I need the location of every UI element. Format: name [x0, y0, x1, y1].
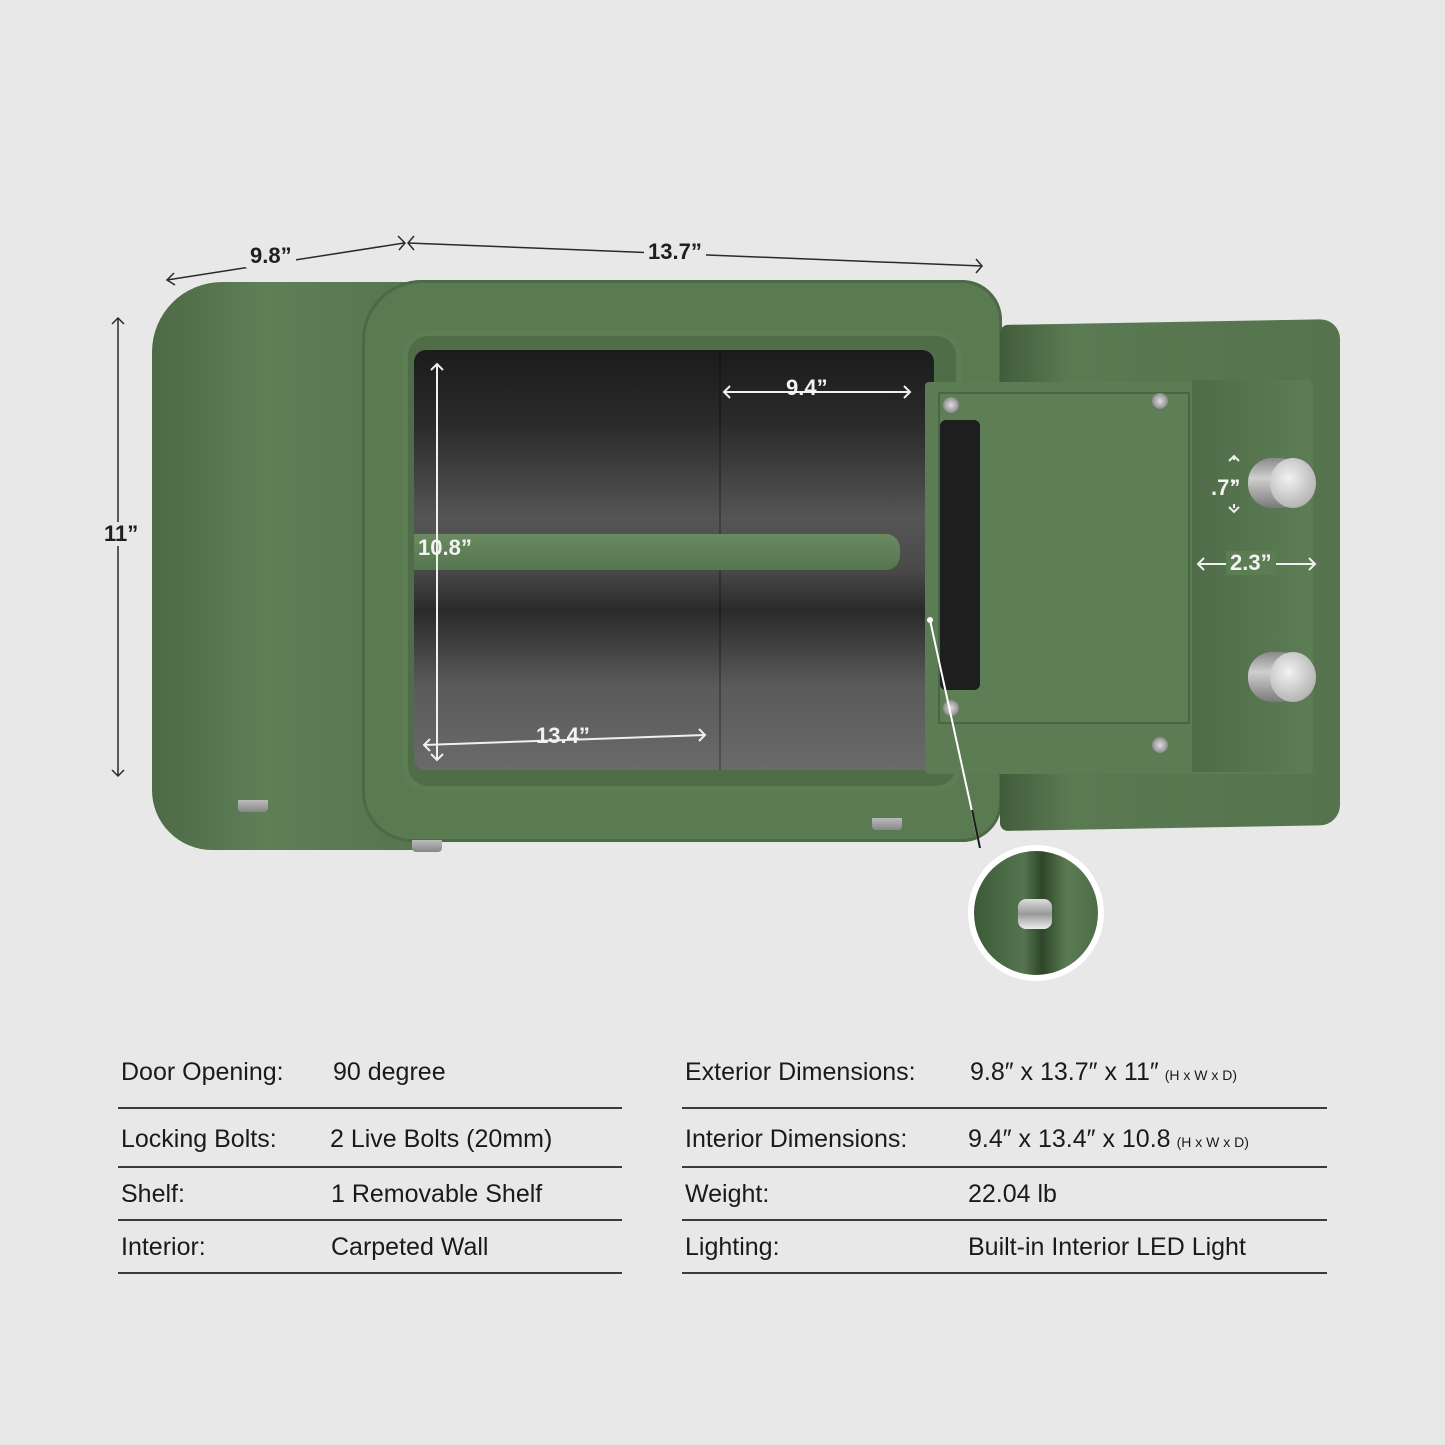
specs-right-table: Exterior Dimensions: 9.8″ x 13.7″ x 11″ (… [682, 1050, 1327, 1274]
battery-compartment [940, 420, 980, 690]
spec-row-shelf: Shelf: 1 Removable Shelf [118, 1168, 622, 1221]
screw-icon [943, 397, 959, 413]
spec-value: 2 Live Bolts (20mm) [330, 1125, 553, 1153]
screw-icon [943, 700, 959, 716]
spec-row-door-opening: Door Opening: 90 degree [118, 1050, 622, 1109]
spec-hint: (H x W x D) [1176, 1134, 1249, 1150]
spec-value: 9.8″ x 13.7″ x 11″ [970, 1058, 1159, 1086]
interior-height-label: 10.8” [418, 535, 472, 560]
spec-value: 1 Removable Shelf [331, 1180, 543, 1208]
exterior-depth-label: 9.8” [246, 244, 296, 268]
spec-row-lighting: Lighting: Built-in Interior LED Light [682, 1221, 1327, 1274]
spec-label: Interior: [121, 1233, 206, 1261]
spec-label: Exterior Dimensions: [685, 1058, 916, 1086]
dimension-lines [111, 235, 1240, 778]
led-light-icon [1018, 899, 1052, 929]
spec-row-locking-bolts: Locking Bolts: 2 Live Bolts (20mm) [118, 1109, 622, 1168]
safe-foot [238, 800, 268, 812]
locking-bolt [1248, 652, 1316, 702]
spec-value: Built-in Interior LED Light [968, 1233, 1246, 1261]
screw-icon [1152, 737, 1168, 753]
door-inner-panel [938, 392, 1190, 724]
locking-bolt [1248, 458, 1316, 508]
safe-foot [412, 840, 442, 852]
spec-label: Weight: [685, 1180, 770, 1208]
bolt-diameter-label: .7” [1211, 475, 1241, 500]
spec-label: Lighting: [685, 1233, 780, 1261]
exterior-width-label: 13.7” [644, 240, 706, 264]
exterior-height-label: 11” [100, 522, 143, 546]
spec-row-interior-dimensions: Interior Dimensions: 9.4″ x 13.4″ x 10.8… [682, 1109, 1327, 1168]
spec-row-weight: Weight: 22.04 lb [682, 1168, 1327, 1221]
screw-icon [1152, 393, 1168, 409]
interior-depth-label: 9.4” [786, 375, 828, 400]
spec-row-exterior-dimensions: Exterior Dimensions: 9.8″ x 13.7″ x 11″ (… [682, 1050, 1327, 1109]
bolt-spacing-label: 2.3” [1226, 551, 1276, 575]
spec-value: 22.04 lb [968, 1180, 1057, 1208]
spec-value: Carpeted Wall [331, 1233, 489, 1261]
door-edge [1192, 380, 1310, 772]
safe-foot [872, 818, 902, 830]
removable-shelf [414, 534, 900, 570]
led-light-detail [968, 845, 1104, 981]
spec-label: Interior Dimensions: [685, 1125, 908, 1153]
spec-label: Door Opening: [121, 1058, 284, 1086]
specs-left-table: Door Opening: 90 degree Locking Bolts: 2… [118, 1050, 622, 1274]
led-callout-line [927, 617, 981, 849]
spec-value: 90 degree [333, 1058, 446, 1086]
interior-width-label: 13.4” [536, 723, 590, 748]
spec-label: Locking Bolts: [121, 1125, 277, 1153]
spec-row-interior: Interior: Carpeted Wall [118, 1221, 622, 1274]
spec-hint: (H x W x D) [1164, 1067, 1238, 1083]
spec-label: Shelf: [121, 1180, 185, 1208]
spec-value: 9.4″ x 13.4″ x 10.8 [968, 1125, 1171, 1153]
